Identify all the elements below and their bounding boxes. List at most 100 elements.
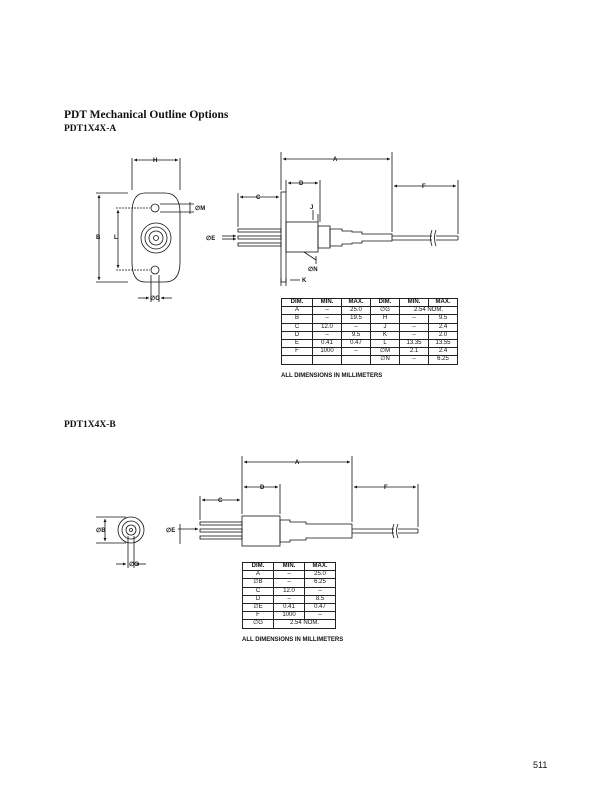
dim-label-d: D (299, 181, 304, 187)
table-cell: ∅E (242, 603, 274, 613)
table-cell (281, 355, 313, 365)
table-row: ∅N – 6.25 (281, 355, 458, 365)
table-header: MAX. (341, 297, 371, 308)
table-cell: – (273, 578, 305, 588)
table-cell: F (281, 347, 313, 357)
table-cell: 2.54 NOM. (273, 619, 336, 629)
table-cell: – (304, 586, 336, 596)
table-cell: 6.25 (428, 355, 458, 365)
table-cell: D (281, 330, 313, 341)
table-cell: C (281, 322, 313, 332)
table-header: MAX. (428, 297, 458, 308)
dim-label-e2: ∅E (166, 527, 175, 534)
dim-label-a: A (333, 157, 338, 163)
table-cell: – (341, 347, 371, 357)
table-cell: – (312, 330, 342, 341)
table-cell: 2.0 (428, 330, 458, 341)
table-cell: 13.35 (399, 339, 429, 349)
table-cell: E (281, 339, 313, 349)
table-cell: C (242, 586, 274, 596)
table-cell: ∅G (370, 306, 400, 316)
dim-label-l: L (114, 235, 118, 241)
table-cell: – (399, 355, 429, 365)
table-cell: K (370, 330, 400, 341)
table-row: C 12.0 – J – 2.4 (281, 322, 458, 332)
table-cell: 2.1 (399, 347, 429, 357)
table-cell: ∅G (242, 619, 274, 629)
dim-label-h: H (153, 158, 157, 164)
dim-label-j: J (310, 205, 313, 211)
table-cell: F (242, 611, 274, 621)
dim-label-k: K (302, 278, 307, 284)
dim-label-b2: ∅B (96, 527, 106, 534)
table-cell: – (399, 322, 429, 332)
table-row: ∅B–6.25 (242, 578, 336, 588)
table-header: MIN. (273, 561, 305, 572)
table-cell: 8.5 (304, 594, 336, 605)
table-cell: 12.0 (273, 586, 305, 596)
table-header: DIM. (281, 297, 313, 308)
table-cell: – (312, 306, 342, 316)
table-row: A–25.0 (242, 570, 336, 580)
table-row: F 1000 – ∅M 2.1 2.4 (281, 347, 458, 357)
table-cell: 9.5 (428, 314, 458, 324)
table-cell: 1000 (273, 611, 305, 621)
option-a-heading: PDT1X4X-A (64, 124, 117, 134)
table-cell: 0.41 (273, 603, 305, 613)
table-cell: 2.54 NOM. (399, 306, 458, 316)
dim-label-c: C (256, 195, 261, 201)
dim-label-f: F (422, 184, 426, 190)
table-row: E 0.41 0.47 L 13.35 13.55 (281, 339, 458, 349)
side-view-body-b (241, 515, 281, 547)
table-header: MAX. (304, 561, 336, 572)
dim-label-d2: D (260, 485, 265, 491)
table-cell (341, 355, 371, 365)
table-cell: 2.4 (428, 322, 458, 332)
table-cell: ∅B (242, 578, 274, 588)
dim-label-n: ∅N (308, 266, 318, 273)
table-cell: – (273, 570, 305, 580)
table-cell: 2.4 (428, 347, 458, 357)
table-cell: – (273, 594, 305, 605)
table-cell: – (312, 314, 342, 324)
table-header: DIM. (370, 297, 400, 308)
table-cell: 6.25 (304, 578, 336, 588)
table-header: MIN. (399, 297, 429, 308)
table-row: D–8.5 (242, 594, 336, 605)
table-cell: 9.5 (341, 330, 371, 341)
table-cell: 1000 (312, 347, 342, 357)
front-view-can (140, 222, 172, 254)
table-cell: A (242, 570, 274, 580)
front-view-flange (131, 192, 181, 283)
table-header: DIM. (242, 561, 274, 572)
dimensions-table-a: DIM. MIN. MAX. DIM. MIN. MAX. A – 25.0 ∅… (281, 297, 458, 365)
table-row: A – 25.0 ∅G 2.54 NOM. (281, 306, 458, 316)
table-cell: 12.0 (312, 322, 342, 332)
page-title: PDT Mechanical Outline Options (64, 109, 229, 121)
table-cell (312, 355, 342, 365)
dim-label-m: ∅M (195, 205, 205, 212)
table-cell: 25.0 (304, 570, 336, 580)
dim-label-g: ∅G (150, 295, 160, 302)
table-cell: A (281, 306, 313, 316)
dim-label-a2: A (295, 460, 300, 466)
table-cell: J (370, 322, 400, 332)
table-row: D – 9.5 K – 2.0 (281, 330, 458, 341)
table-cell: 19.5 (341, 314, 371, 324)
table-cell: ∅N (370, 355, 400, 365)
units-note-b: ALL DIMENSIONS IN MILLIMETERS (242, 637, 344, 643)
table-cell: 13.55 (428, 339, 458, 349)
table-cell: D (242, 594, 274, 605)
units-note-a: ALL DIMENSIONS IN MILLIMETERS (281, 373, 383, 379)
table-cell: 0.47 (341, 339, 371, 349)
table-cell: 0.41 (312, 339, 342, 349)
dim-label-g2: ∅G (129, 561, 139, 568)
table-cell: – (304, 611, 336, 621)
option-b-heading: PDT1X4X-B (64, 420, 116, 430)
